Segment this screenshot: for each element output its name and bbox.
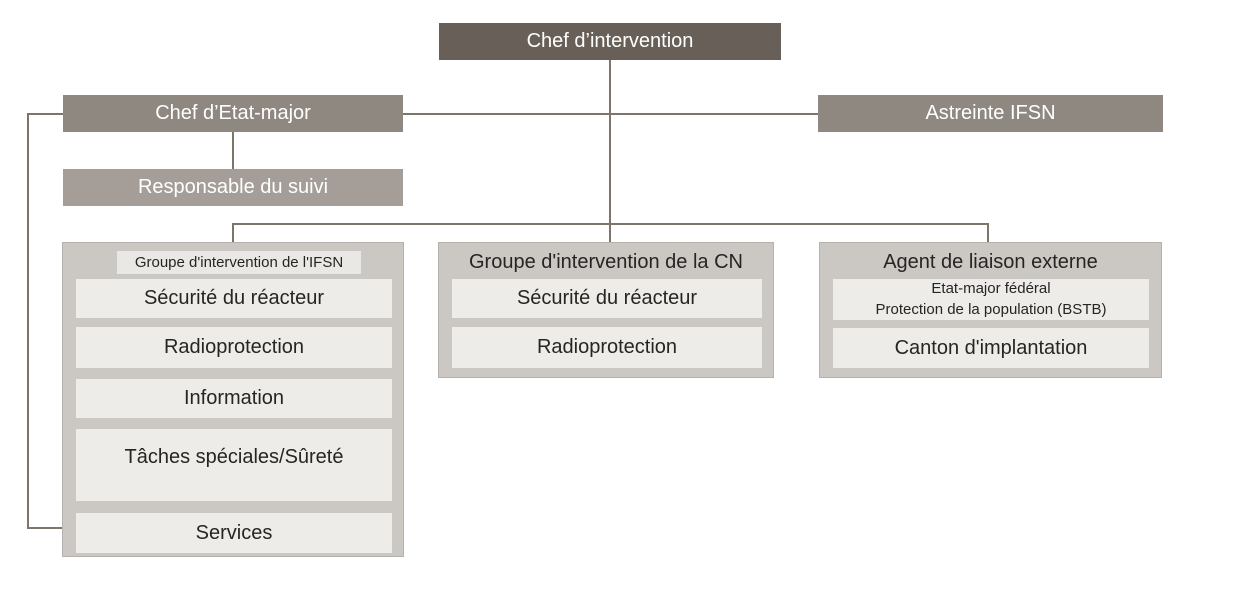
group-intervention-cn-title: Groupe d'intervention de la CN [439,247,773,277]
node-etat-major-federal-line1: Etat-major fédéral [931,280,1051,298]
node-etat-major-federal-line2: Protection de la population (BSTB) [875,300,1107,318]
group-intervention-cn-title-label: Groupe d'intervention de la CN [469,250,743,273]
node-cn-securite-reacteur: Sécurité du réacteur [452,279,762,318]
node-ifsn-radioprotection: Radioprotection [76,327,392,368]
group-intervention-cn: Groupe d'intervention de la CN Sécurité … [438,242,774,378]
group-agent-liaison-title: Agent de liaison externe [820,247,1161,277]
connector-group-cn-stub [609,223,611,242]
node-ifsn-information: Information [76,379,392,418]
node-chef-etat-major-label: Chef d’Etat-major [155,102,311,124]
connector-services-stub [27,527,62,529]
connector-chef-intervention-vertical [609,59,611,225]
group-agent-liaison-title-label: Agent de liaison externe [883,250,1098,273]
node-canton-implantation-label: Canton d'implantation [894,336,1088,359]
node-ifsn-services: Services [76,513,392,553]
connector-responsable-vertical [232,132,234,169]
group-intervention-ifsn: Groupe d'intervention de l'IFSN Sécurité… [62,242,404,557]
node-canton-implantation: Canton d'implantation [833,328,1149,368]
group-agent-liaison-externe: Agent de liaison externe Etat-major fédé… [819,242,1162,378]
node-cn-radioprotection-label: Radioprotection [536,336,678,358]
connector-left-vertical [27,113,29,529]
node-ifsn-taches-speciales: Tâches spéciales/Sûreté [76,429,392,501]
group-intervention-ifsn-title: Groupe d'intervention de l'IFSN [117,251,361,274]
node-ifsn-taches-speciales-label: Tâches spéciales/Sûreté [124,445,344,468]
connector-group-ifsn-stub [232,223,234,242]
node-ifsn-securite-reacteur-label: Sécurité du réacteur [143,287,325,309]
node-ifsn-securite-reacteur: Sécurité du réacteur [76,279,392,318]
node-responsable-du-suivi: Responsable du suivi [63,169,403,206]
node-chef-intervention: Chef d’intervention [439,23,781,60]
node-cn-radioprotection: Radioprotection [452,327,762,368]
node-ifsn-services-label: Services [195,521,273,544]
node-ifsn-radioprotection-label: Radioprotection [163,336,305,358]
node-cn-securite-reacteur-label: Sécurité du réacteur [516,287,698,309]
node-responsable-du-suivi-label: Responsable du suivi [137,176,329,198]
connector-etatmajor-left-stub [27,113,63,115]
node-astreinte-ifsn: Astreinte IFSN [818,95,1163,132]
node-etat-major-federal: Etat-major fédéral Protection de la popu… [833,279,1149,320]
node-ifsn-information-label: Information [183,387,285,409]
connector-group-liaison-stub [987,223,989,242]
node-chef-etat-major: Chef d’Etat-major [63,95,403,132]
node-chef-intervention-label: Chef d’intervention [526,30,694,52]
connector-etatmajor-astreinte-horizontal [403,113,818,115]
node-astreinte-ifsn-label: Astreinte IFSN [925,102,1056,124]
group-intervention-ifsn-title-label: Groupe d'intervention de l'IFSN [134,254,344,271]
